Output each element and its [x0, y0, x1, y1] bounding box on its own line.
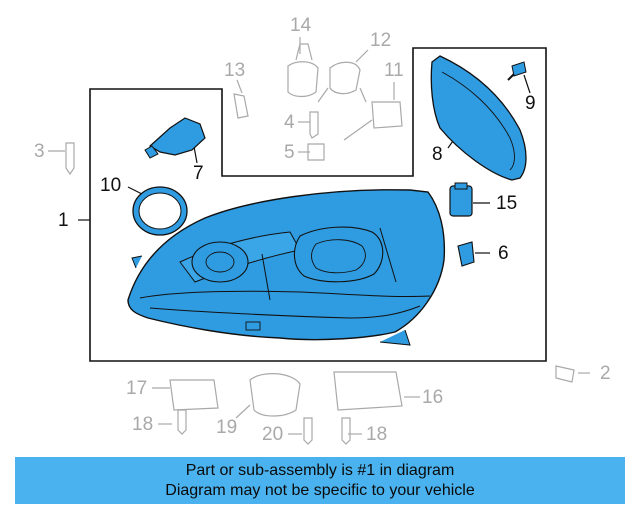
control-module	[449, 182, 473, 217]
callout-16: 16	[422, 387, 444, 408]
callout-2: 2	[600, 363, 611, 384]
callout-19: 19	[216, 417, 238, 438]
callout-15: 15	[496, 193, 518, 214]
info-banner: Part or sub-assembly is #1 in diagram Di…	[15, 457, 625, 504]
headlight-assembly	[127, 189, 446, 346]
callout-5: 5	[284, 142, 295, 163]
parts-diagram	[48, 37, 590, 445]
callout-8: 8	[432, 144, 443, 165]
callout-9: 9	[525, 93, 536, 114]
banner-line-2: Diagram may not be specific to your vehi…	[165, 481, 475, 499]
callout-7: 7	[193, 163, 204, 184]
lamp-ring	[132, 186, 188, 236]
callout-18-right: 18	[366, 424, 388, 445]
callout-1: 1	[58, 210, 69, 231]
cover-screw	[507, 61, 527, 81]
mounting-clip	[457, 241, 475, 267]
callout-4: 4	[284, 112, 295, 133]
bulb-socket	[144, 117, 206, 159]
callout-14: 14	[290, 15, 312, 36]
callout-12: 12	[370, 30, 392, 51]
callout-10: 10	[100, 175, 122, 196]
back-cover	[430, 55, 527, 181]
callout-20: 20	[262, 424, 284, 445]
callout-18-left: 18	[132, 414, 154, 435]
callout-3: 3	[34, 141, 45, 162]
callout-13: 13	[224, 60, 246, 81]
assembly-frame	[89, 47, 547, 362]
callout-6: 6	[498, 243, 509, 264]
callout-11: 11	[384, 60, 404, 81]
callout-17: 17	[126, 378, 148, 399]
other-parts	[65, 43, 575, 445]
banner-line-1: Part or sub-assembly is #1 in diagram	[185, 461, 455, 479]
